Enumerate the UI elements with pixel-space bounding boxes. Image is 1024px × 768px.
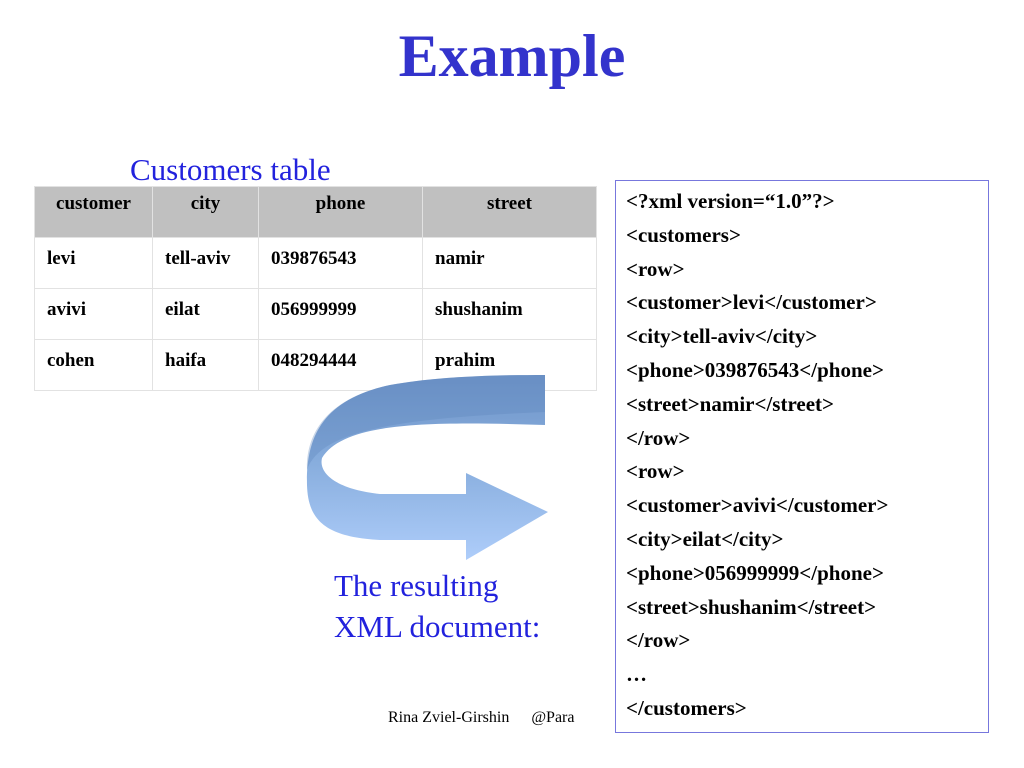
xml-line: <phone>039876543</phone> [626,357,884,382]
footer-author: Rina Zviel-Girshin [388,709,510,726]
xml-line: <customer>avivi</customer> [626,493,889,518]
table-cell: prahim [422,339,597,391]
xml-line: <city>eilat</city> [626,526,784,551]
table-row: levi tell-aviv 039876543 namir [34,237,597,289]
table-cell: avivi [34,288,153,340]
table-row: avivi eilat 056999999 shushanim [34,288,597,340]
xml-line: </customers> [626,695,747,720]
column-header-street: street [422,186,597,238]
xml-line: </row> [626,628,691,653]
table-cell: shushanim [422,288,597,340]
table-cell: cohen [34,339,153,391]
xml-line: <street>shushanim</street> [626,594,877,619]
table-cell: namir [422,237,597,289]
xml-line: <city>tell-aviv</city> [626,324,818,349]
xml-line: <row> [626,459,685,484]
xml-line: <customers> [626,222,741,247]
xml-document-box: <?xml version=“1.0”?> <customers> <row> … [615,180,989,733]
column-header-city: city [152,186,259,238]
result-caption: The resulting XML document: [334,565,540,647]
xml-line: <customer>levi</customer> [626,290,877,315]
result-caption-line: XML document: [334,609,541,644]
xml-line: </row> [626,425,691,450]
xml-line: <street>namir</street> [626,391,835,416]
footer-handle: @Para [531,709,575,726]
xml-line: <row> [626,256,685,281]
column-header-customer: customer [34,186,153,238]
table-cell: 048294444 [258,339,423,391]
curved-arrow-body [306,375,548,560]
slide-title: Example [398,23,626,89]
xml-line: <?xml version=“1.0”?> [626,189,835,213]
table-cell: 056999999 [258,288,423,340]
result-caption-line: The resulting [334,568,499,603]
table-cell: tell-aviv [152,237,259,289]
table-cell: haifa [152,339,259,391]
table-header-row: customer city phone street [34,186,597,238]
footer: Rina Zviel-Girshin @Para [388,709,618,727]
table-cell: eilat [152,288,259,340]
xml-line: … [626,662,647,687]
column-header-phone: phone [258,186,423,238]
table-cell: levi [34,237,153,289]
customers-table: customer city phone street levi tell-avi… [34,186,597,391]
table-caption: Customers table [130,152,331,187]
table-row: cohen haifa 048294444 prahim [34,339,597,391]
xml-line: <phone>056999999</phone> [626,560,884,585]
table-cell: 039876543 [258,237,423,289]
